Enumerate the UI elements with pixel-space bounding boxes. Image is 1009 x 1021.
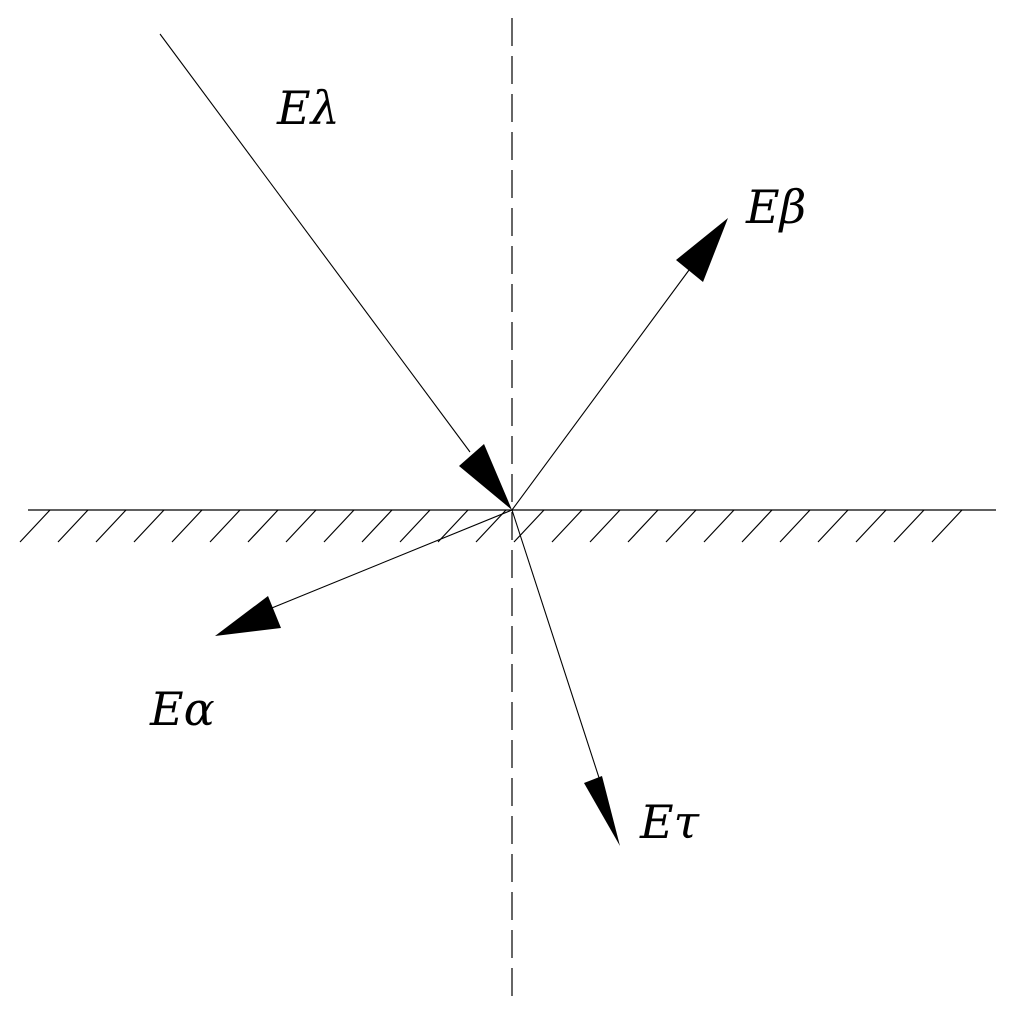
hatch-mark bbox=[475, 509, 507, 543]
hatch-mark bbox=[589, 509, 621, 543]
incident-arrowhead bbox=[459, 444, 512, 510]
hatch-mark bbox=[95, 509, 127, 543]
hatch-mark bbox=[285, 509, 317, 543]
hatch-mark bbox=[361, 509, 393, 543]
hatch-mark bbox=[171, 509, 203, 543]
reflected-label: Eβ bbox=[745, 180, 806, 234]
hatch-mark bbox=[437, 509, 469, 543]
scattered-arrowhead bbox=[215, 596, 281, 636]
transmitted-arrowhead bbox=[584, 776, 620, 846]
hatch-mark bbox=[399, 509, 431, 543]
hatch-mark bbox=[57, 509, 89, 543]
scattered-label: Eα bbox=[149, 682, 215, 736]
hatch-mark bbox=[133, 509, 165, 543]
hatch-mark bbox=[931, 509, 963, 543]
hatch-mark bbox=[855, 509, 887, 543]
scattered-ray bbox=[261, 509, 513, 613]
transmitted-label: Eτ bbox=[639, 795, 701, 849]
incident-label: Eλ bbox=[276, 81, 340, 135]
incident-ray bbox=[159, 33, 471, 453]
hatch-mark bbox=[817, 509, 849, 543]
hatch-mark bbox=[209, 509, 241, 543]
hatch-mark bbox=[779, 509, 811, 543]
hatch-mark bbox=[627, 509, 659, 543]
hatch-mark bbox=[665, 509, 697, 543]
hatch-mark bbox=[247, 509, 279, 543]
reflected-arrowhead bbox=[676, 218, 728, 282]
hatch-mark bbox=[893, 509, 925, 543]
transmitted-ray bbox=[511, 509, 604, 791]
hatch-mark bbox=[19, 509, 51, 543]
hatch-mark bbox=[513, 509, 545, 543]
reflected-ray bbox=[511, 265, 693, 511]
hatch-mark bbox=[323, 509, 355, 543]
hatch-mark bbox=[551, 509, 583, 543]
surface-hatching bbox=[19, 509, 963, 543]
hatch-mark bbox=[741, 509, 773, 543]
hatch-mark bbox=[703, 509, 735, 543]
